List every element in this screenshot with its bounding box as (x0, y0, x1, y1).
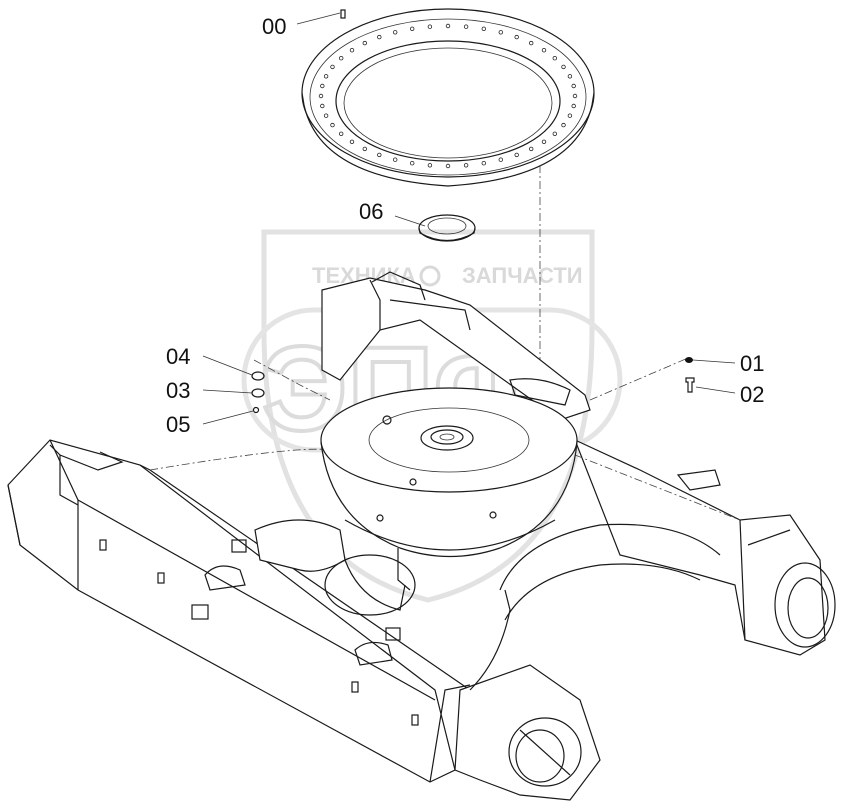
bolt-hole (349, 48, 355, 53)
callout-02: 02 (740, 382, 764, 407)
slewing-ring (301, 8, 595, 187)
bolt-hole (514, 34, 519, 40)
center-housing (320, 271, 591, 591)
bolt-hole (552, 131, 557, 136)
bolt-hole (377, 152, 382, 158)
bolt-hole (377, 34, 382, 40)
bolt-hole (393, 157, 398, 162)
bolt-hole (427, 24, 433, 29)
callout-00: 00 (262, 14, 286, 39)
bolt-hole (498, 30, 503, 35)
bolt-hole (445, 23, 451, 29)
bolt-hole (330, 64, 335, 70)
bolt-hole (572, 93, 578, 99)
bolt-hole (349, 139, 355, 144)
callout-04: 04 (166, 344, 190, 369)
bolt-hole (445, 163, 451, 169)
bolt-hole (320, 83, 325, 89)
bolt-hole (481, 160, 486, 166)
bolt-hole (514, 152, 519, 158)
bolt-hole (463, 163, 469, 168)
callout-06: 06 (359, 199, 383, 224)
bolt-hole (323, 113, 329, 118)
ring-bolt-holes (318, 23, 578, 169)
small-parts (251, 9, 695, 414)
undercarriage-frame (7, 357, 836, 801)
bolt-hole (362, 40, 367, 46)
watermark-text-right: ЗАПЧАСТИ (462, 263, 583, 288)
bolt-hole (323, 74, 329, 79)
bolt-hole (330, 122, 335, 128)
bolt-hole (339, 131, 344, 136)
callout-03: 03 (166, 378, 190, 403)
bolt-hole (318, 93, 324, 99)
bolt-hole (339, 56, 344, 61)
bolt-hole (567, 113, 573, 118)
bolt-hole (320, 103, 325, 109)
callout-labels: 00 01 02 03 04 05 06 (166, 14, 764, 437)
bolt-hole (410, 160, 415, 166)
watermark-gear-icon (419, 265, 441, 287)
bolt-hole (561, 64, 566, 70)
bolt-hole (541, 48, 547, 53)
bolt-hole (393, 30, 398, 35)
callout-05: 05 (166, 412, 190, 437)
bolt-hole (427, 163, 433, 168)
callout-01: 01 (740, 351, 764, 376)
bolt-hole (571, 83, 576, 89)
bolt-hole (567, 74, 573, 79)
bolt-hole (498, 157, 503, 162)
bolt-hole (541, 139, 547, 144)
bolt-hole (529, 146, 534, 152)
leader-lines (202, 12, 736, 425)
bolt-hole (410, 26, 415, 31)
center-joint-seal (418, 214, 476, 242)
bolt-hole (529, 40, 534, 46)
bolt-hole (571, 103, 576, 109)
bolt-hole (552, 56, 557, 61)
bolt-hole (561, 122, 566, 128)
bolt-hole (481, 26, 486, 31)
bolt-hole (463, 24, 469, 29)
bolt-hole (362, 146, 367, 152)
